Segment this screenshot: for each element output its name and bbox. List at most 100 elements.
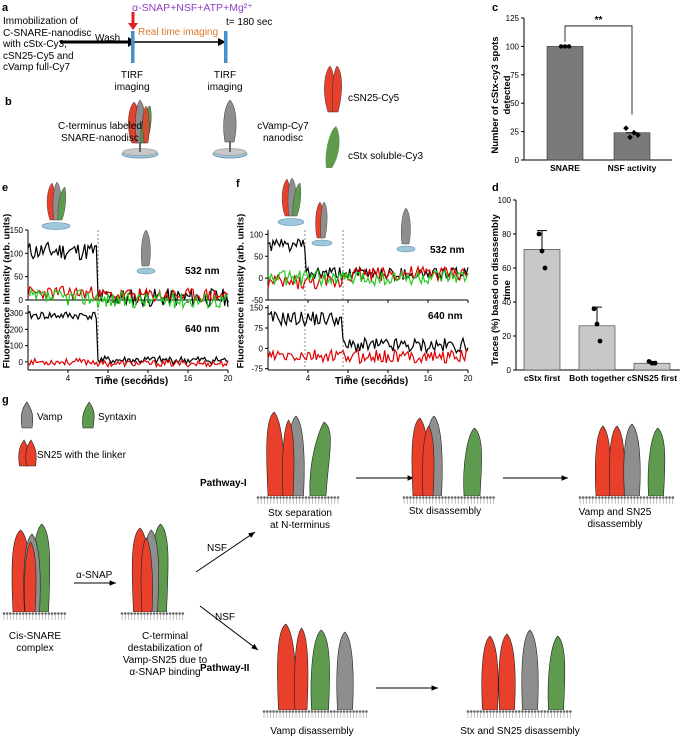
cis-membrane [4, 612, 66, 621]
g-legend-vamp: Vamp [37, 412, 63, 423]
vd-membrane-head [275, 710, 279, 713]
ss-sn25-helix-1 [481, 635, 499, 711]
vd-membrane-head [310, 710, 314, 713]
vd-membrane-head [281, 710, 285, 713]
vs-membrane-head [594, 496, 598, 499]
chart-f-bottom-ytick-label: 75 [254, 324, 263, 333]
cis-membrane-head [31, 612, 35, 615]
sep-membrane-head [336, 496, 340, 499]
stxdis-membrane-head [492, 496, 495, 499]
ss-membrane-head [527, 710, 531, 713]
sep-membrane-head [266, 496, 269, 499]
cterm-membrane-head [171, 612, 175, 615]
sep-membrane-head [317, 496, 321, 499]
sep-membrane-head [282, 496, 285, 499]
ss-membrane-head [482, 710, 486, 713]
chart-f-top-ytick-label: 50 [254, 252, 263, 261]
stxdis-membrane-head [431, 496, 435, 499]
stx-legend-label: cStx soluble-Cy3 [348, 151, 424, 162]
vd-membrane-head [349, 710, 352, 713]
stxdis-membrane-head [434, 496, 438, 499]
vs-membrane-head [636, 496, 639, 499]
vd-membrane-head [329, 710, 333, 713]
ss-membrane-head [537, 710, 540, 713]
nsf-arrow-2 [199, 605, 259, 651]
chart-d-point [536, 231, 542, 237]
vd-membrane [264, 710, 368, 719]
vamp-nanodisc-icon [212, 99, 248, 159]
chart-c-point [623, 125, 629, 132]
ss-membrane-head [530, 710, 534, 713]
vs-sn25-helix-2 [608, 425, 626, 497]
tirf-label-1: TIRF imaging [114, 70, 150, 93]
ss-membrane-head [469, 710, 473, 713]
chart-d-point [591, 306, 597, 312]
vs-syntaxin-helix [647, 427, 666, 497]
panel-label-c: c [492, 2, 499, 14]
chart-e-bottom-xtick-label: 8 [106, 374, 111, 383]
stxdis-membrane-head [453, 496, 457, 499]
stxdis-membrane-head [418, 496, 422, 499]
ss-membrane-head [559, 710, 563, 713]
asnap-label: α-SNAP [76, 570, 113, 581]
chart-f-bottom-xtick-label: 20 [464, 374, 473, 383]
vd-membrane-head [358, 710, 362, 713]
chart-e-top-trace-green [27, 287, 229, 311]
ss-membrane-head [479, 710, 483, 713]
sep-syntaxin-helix [309, 421, 331, 497]
vd-syntaxin-helix [310, 629, 330, 711]
legend-sn25-icon-2 [25, 439, 37, 467]
stxdis-membrane-head [428, 496, 431, 499]
vd-membrane-head [272, 710, 275, 713]
vs-membrane-head [626, 496, 630, 499]
chart-e-bottom-xtick-label: 12 [144, 374, 153, 383]
ss-membrane-head [562, 710, 566, 713]
ss-membrane-head [492, 710, 495, 713]
snare-nanodisc-icon [121, 99, 159, 159]
chart-c-bar [546, 46, 584, 161]
vs-membrane-head [661, 496, 665, 499]
ss-membrane-head [517, 710, 521, 713]
panel-label-b: b [5, 96, 12, 108]
ss-membrane-head [540, 710, 543, 713]
ss-membrane-head [508, 710, 511, 713]
vd-membrane-head [307, 710, 311, 713]
cis-membrane-head [9, 612, 12, 615]
vs-membrane-head [578, 496, 582, 499]
chart-e-bottom-xtick-label: 20 [224, 374, 233, 383]
legend-syntaxin-icon [82, 401, 95, 429]
sep-membrane-head [304, 496, 308, 499]
chart-e-bottom-xtick-label: 16 [184, 374, 193, 383]
stxdis-membrane-head [450, 496, 454, 499]
vd-membrane-head [278, 710, 282, 713]
stxdis-membrane-head [485, 496, 489, 499]
cterm-sn25-helix-2 [140, 537, 153, 613]
stxdis-sn25-helix-2 [422, 425, 435, 497]
e-640-label: 640 nm [185, 324, 220, 335]
nsf-arrow-2-head [251, 643, 258, 650]
chart-f-bottom-trace-black [267, 310, 469, 355]
vs-membrane-head [652, 496, 655, 499]
vd-membrane-head [297, 710, 301, 713]
ss-membrane-head [546, 710, 550, 713]
stx-disassembly-label: Stx disassembly [408, 506, 482, 517]
f-vamp-icon [396, 207, 416, 253]
chart-f-bottom-trace-red [267, 347, 469, 365]
chart-e-bottom-ytick-label: 200 [10, 325, 24, 334]
sep-membrane-head [291, 496, 295, 499]
chart-e-bottom-ytick-label: 100 [10, 342, 24, 351]
chart-c-ytick-label: 0 [515, 156, 520, 165]
realtime-label: Real time imaging [138, 27, 219, 38]
timeline-end-bar [224, 31, 228, 63]
stxdis-membrane-head [441, 496, 444, 499]
stxdis-membrane-head [412, 496, 415, 499]
sep-membrane-head [301, 496, 305, 499]
vd-membrane-head [365, 710, 368, 713]
vd-membrane-head [345, 710, 349, 713]
immobilization-text: Immobilization of C-SNARE-nanodisc with … [3, 16, 92, 73]
pathway2-arrow-head [431, 685, 438, 691]
vs-membrane-head [655, 496, 659, 499]
sep-membrane-head [327, 496, 330, 499]
